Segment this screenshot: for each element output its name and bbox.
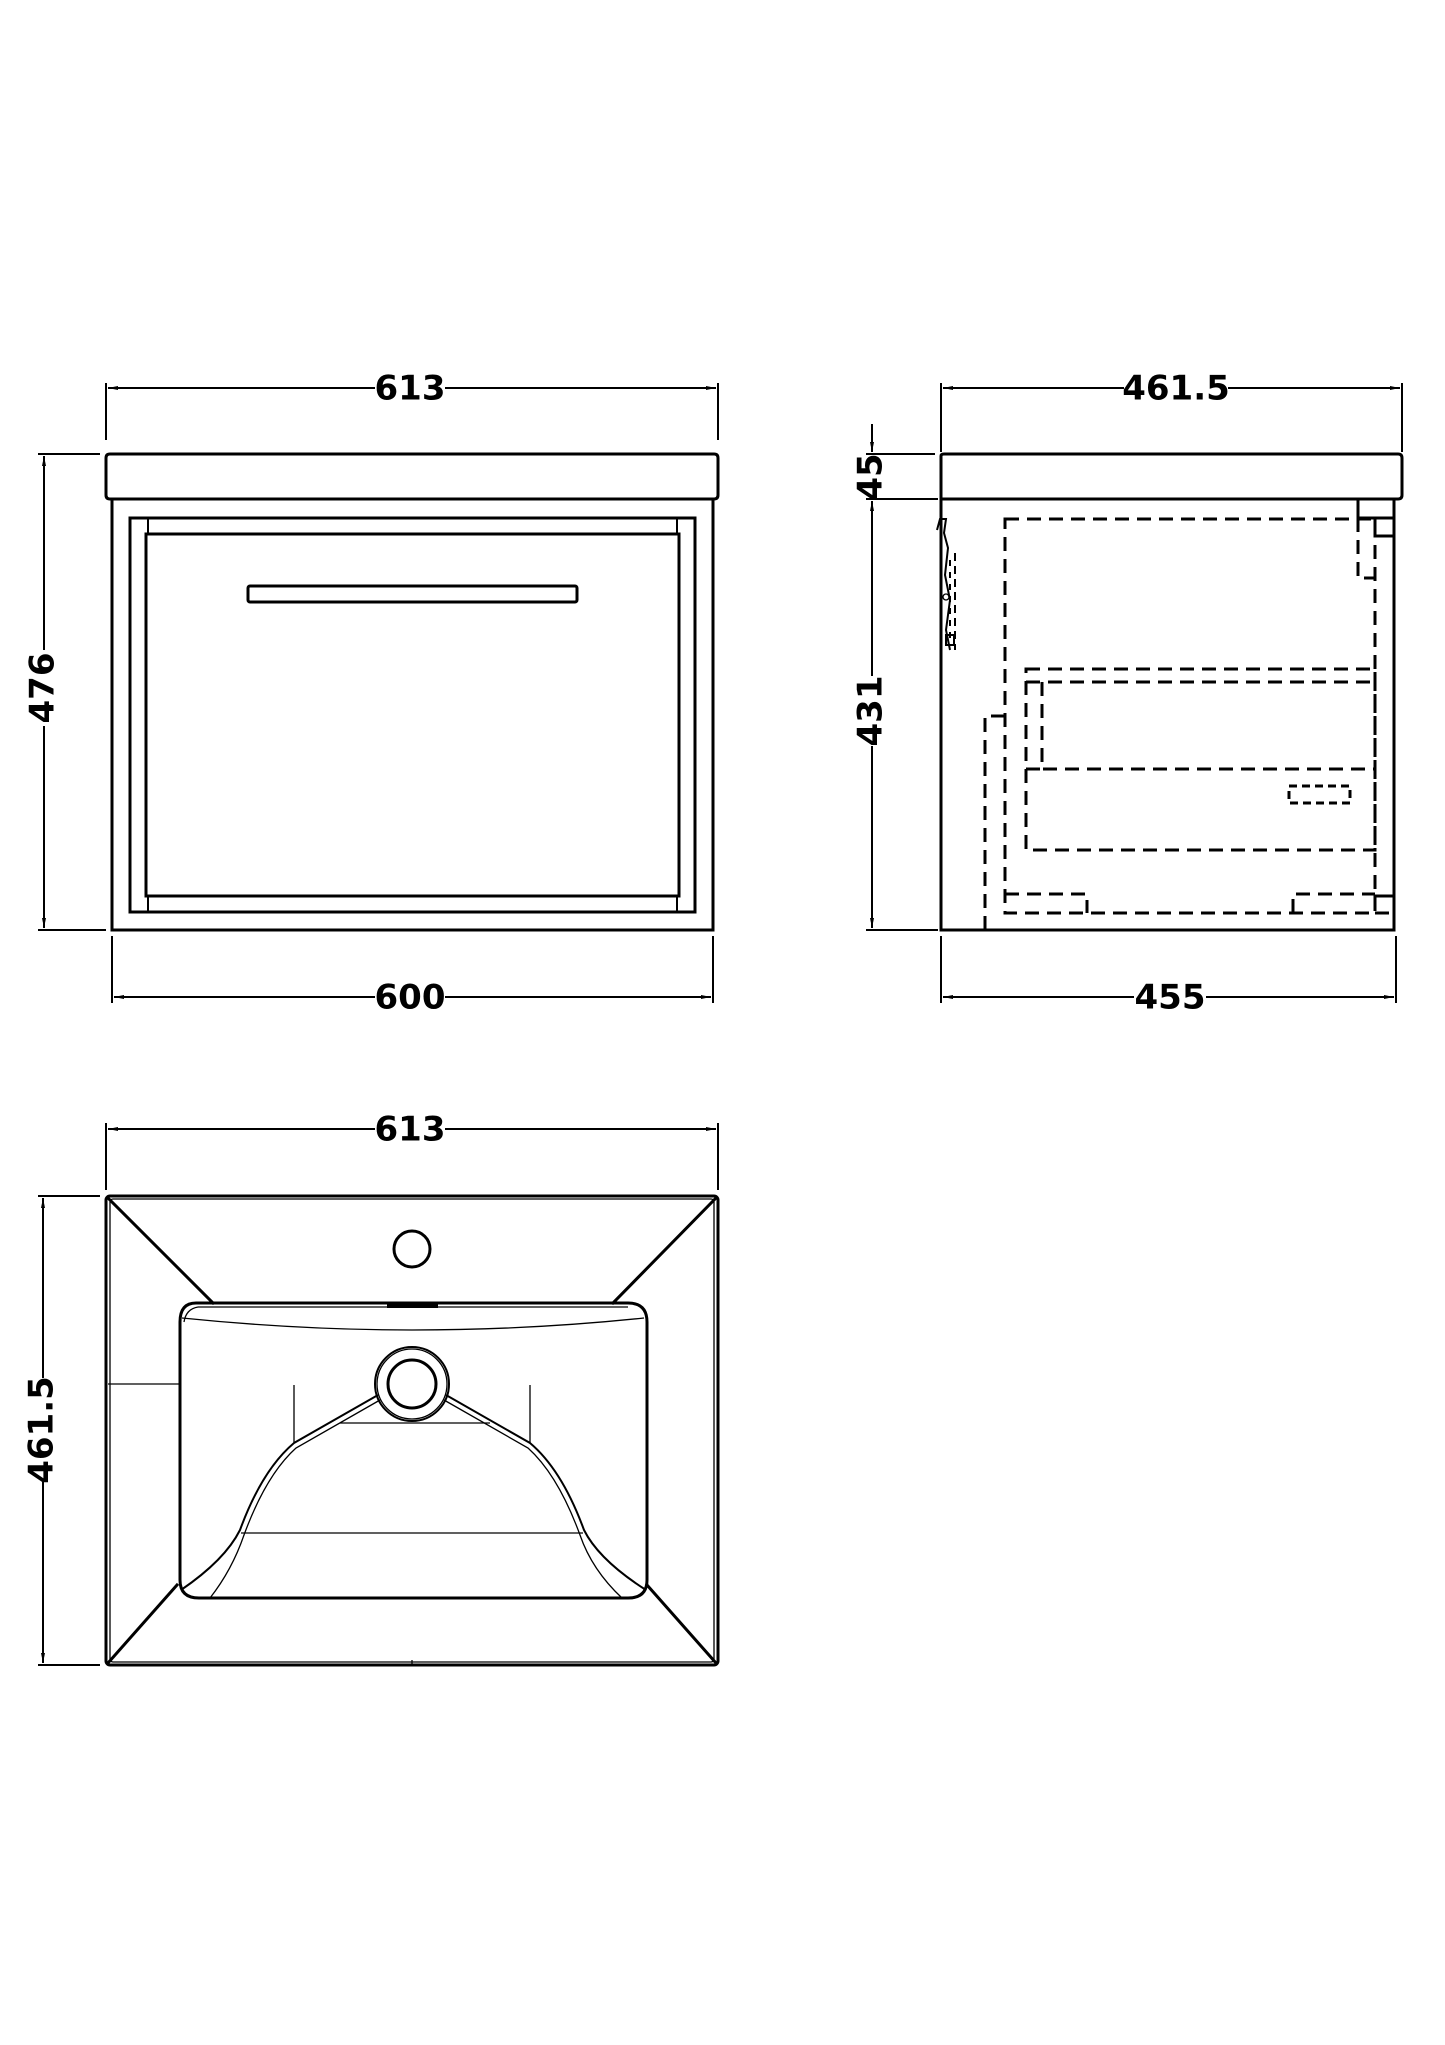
- side-hidden-handle: [1287, 784, 1352, 805]
- dimension-label-45: 45: [851, 453, 891, 500]
- side-basin-profile: [939, 452, 1404, 501]
- front-view: 613 476 600: [23, 368, 720, 1018]
- waste-outlet-outer: [374, 1346, 450, 1422]
- basin-slope-line: [105, 1195, 216, 1306]
- wall-bracket-icon: [936, 518, 952, 651]
- dimension-label-461-5-top: 461.5: [22, 1376, 62, 1484]
- dimension-label-600: 600: [375, 978, 446, 1018]
- waste-outlet-inner: [386, 1358, 438, 1410]
- front-basin-top: [104, 452, 720, 501]
- front-width-600-dimension: 600: [111, 936, 714, 1018]
- dimension-label-613-top: 613: [375, 1110, 446, 1150]
- drawer-handle: [246, 584, 579, 604]
- top-depth-461-5-dimension: 461.5: [22, 1195, 100, 1666]
- side-depth-455-dimension: 455: [940, 936, 1397, 1018]
- side-hidden-carcass: [1003, 517, 1377, 915]
- overflow-slot: [387, 1303, 438, 1308]
- side-height-dimensions: 45 431: [851, 424, 938, 931]
- side-hidden-drawer: [1024, 667, 1377, 852]
- basin-bowl-outline: [178, 1301, 649, 1600]
- dimension-label-613: 613: [375, 369, 446, 409]
- front-cabinet-inner-frame: [128, 516, 697, 914]
- front-drawer-face: [144, 532, 681, 898]
- front-cabinet-frame: [110, 497, 715, 932]
- top-width-613-dimension: 613: [105, 1109, 719, 1190]
- side-depth-461-5-dimension: 461.5: [940, 368, 1403, 452]
- dimension-label-431: 431: [851, 676, 891, 747]
- top-view: 613 461.5: [22, 1109, 720, 1667]
- front-height-476-dimension: 476: [23, 453, 106, 931]
- tap-hole: [392, 1229, 432, 1269]
- side-view: 461.5 45 431: [851, 368, 1404, 1018]
- dimension-label-461-5-side: 461.5: [1122, 369, 1230, 409]
- dimension-label-476: 476: [23, 653, 63, 724]
- dimension-label-455: 455: [1135, 978, 1206, 1018]
- front-width-613-dimension: 613: [105, 368, 719, 440]
